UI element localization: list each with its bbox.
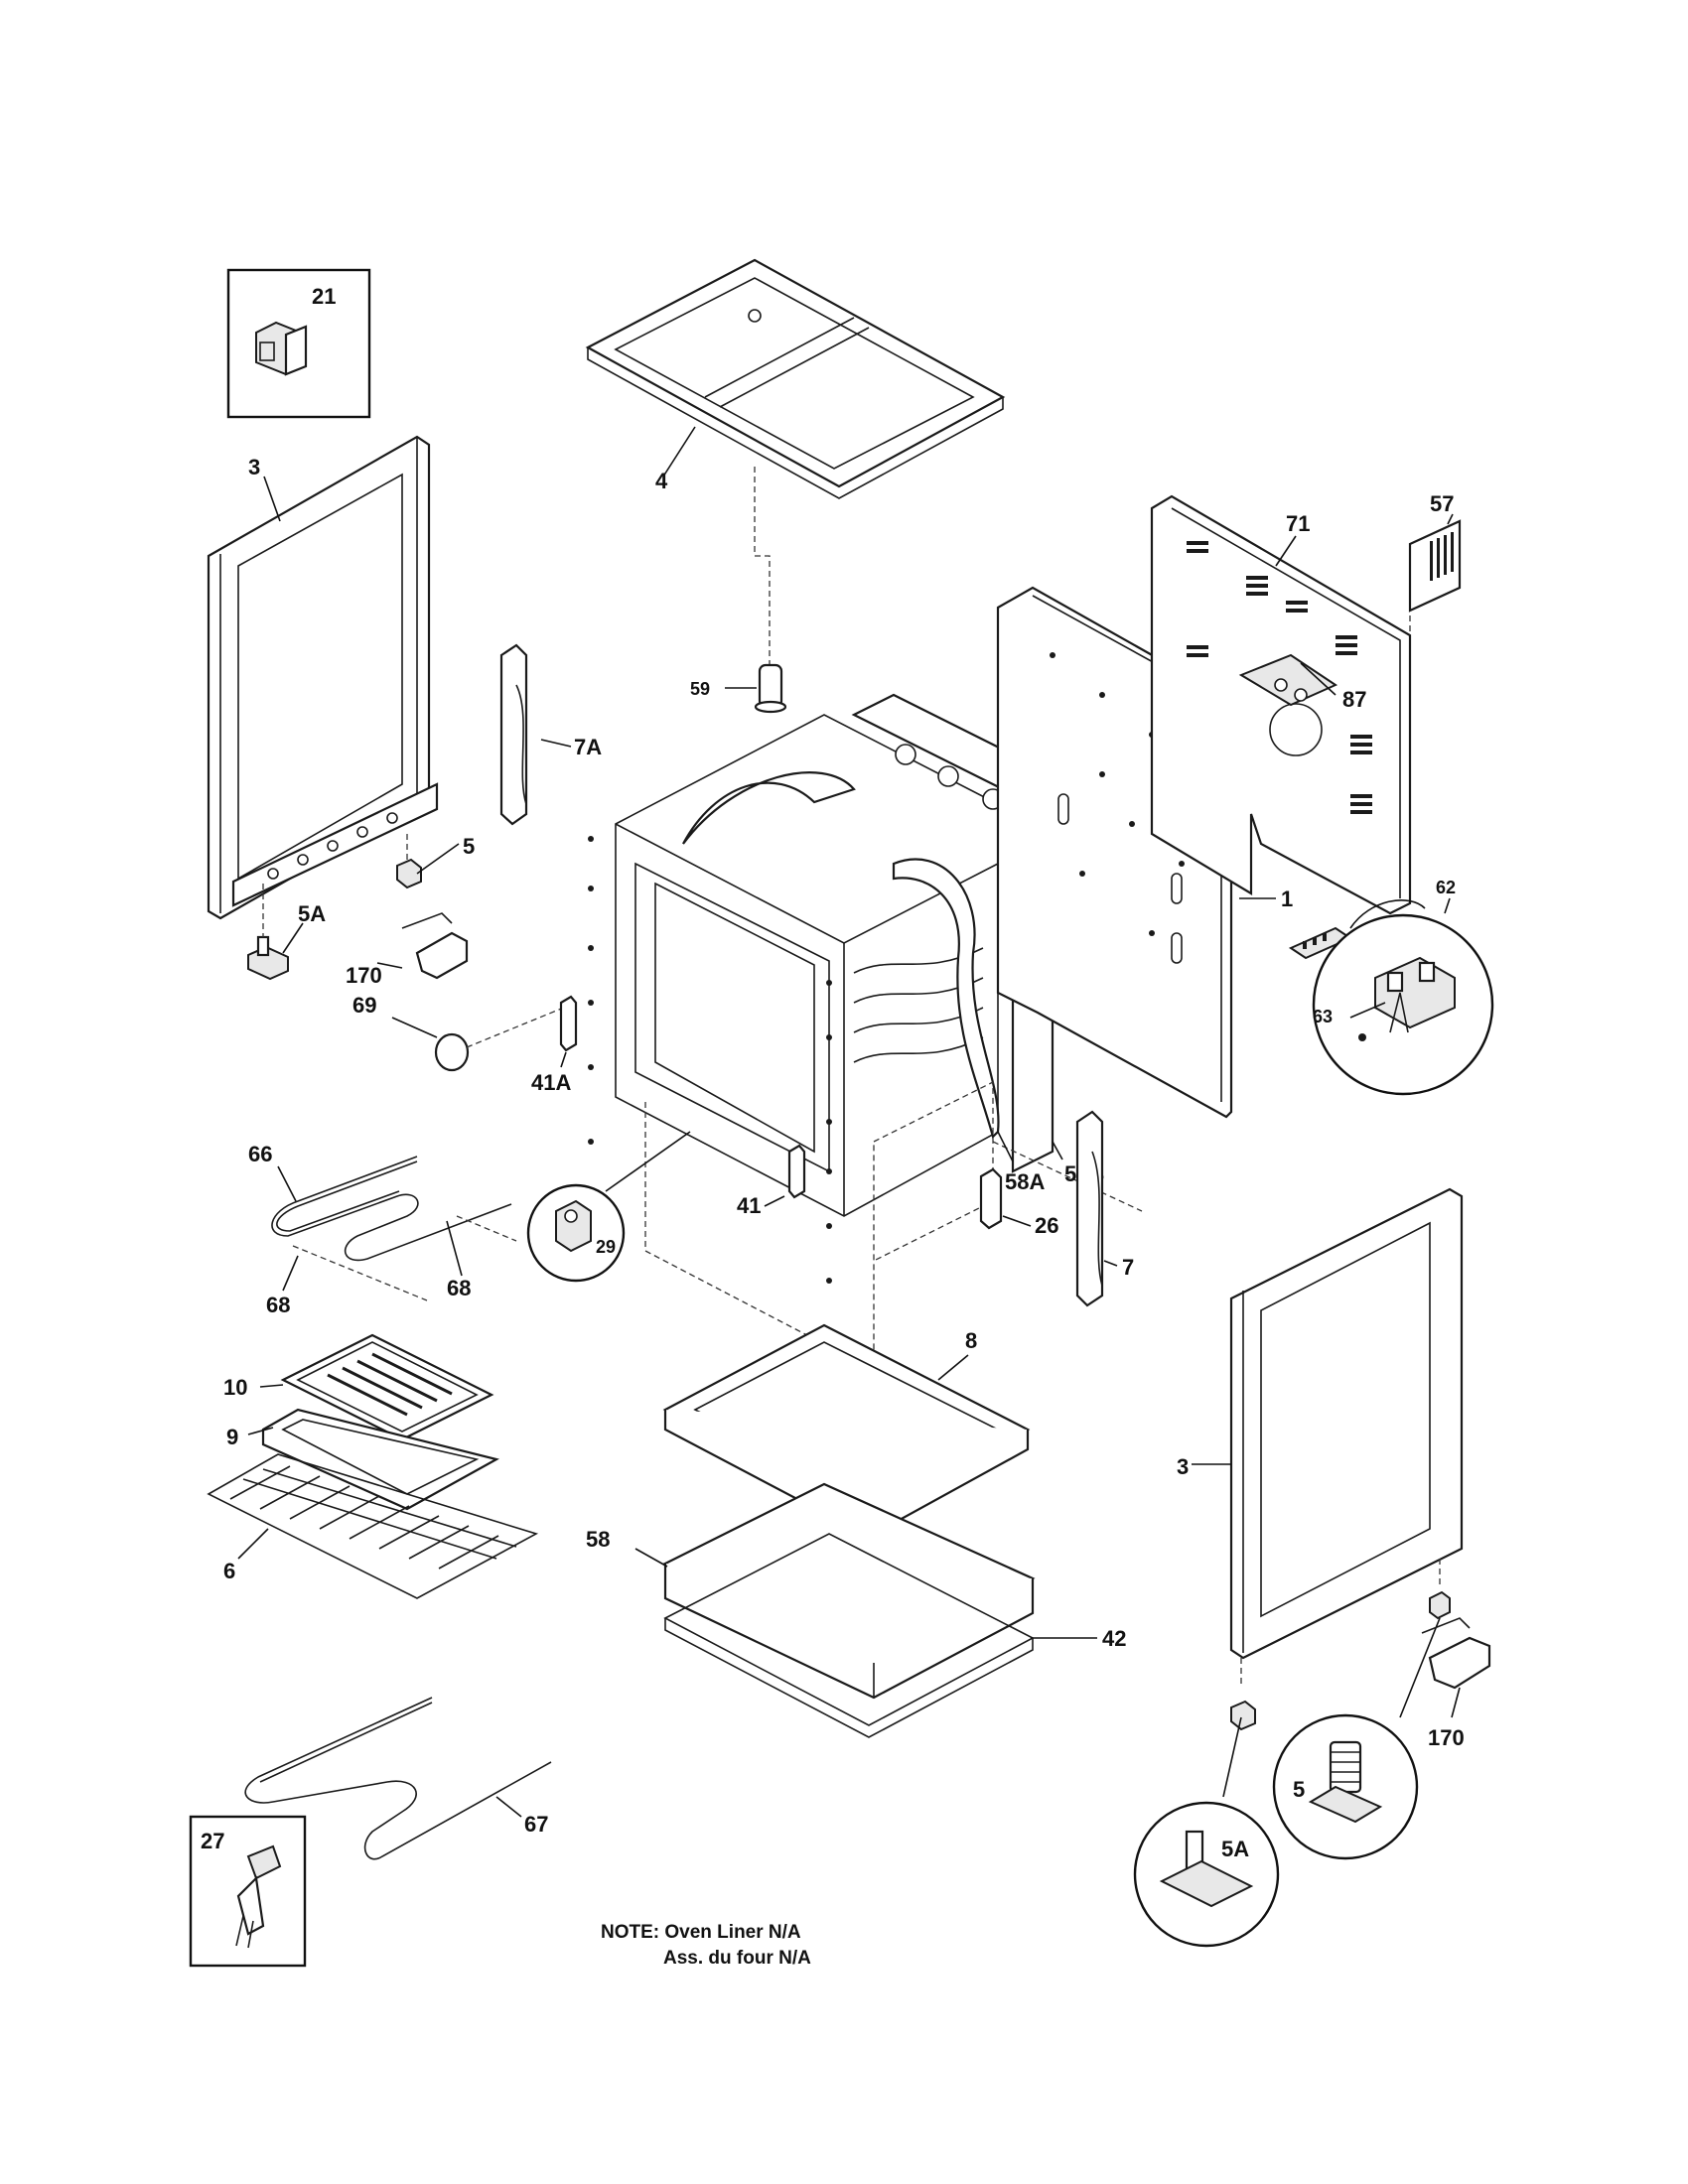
callout-41A: 41A [531, 1070, 571, 1095]
callout-5A-inset: 5A [1221, 1837, 1249, 1861]
leveling-leg-base-left: 5A [247, 884, 326, 981]
drawer-insulation-58: 58 [586, 1482, 1036, 1700]
callout-5-left: 5 [463, 834, 475, 859]
top-panel: 4 [585, 258, 1006, 685]
callout-27: 27 [201, 1829, 224, 1853]
callout-87: 87 [1342, 687, 1366, 712]
bottom-panel-42: 42 [663, 1533, 1126, 1738]
callout-5-inset: 5 [1293, 1777, 1305, 1802]
callout-7: 7 [1122, 1255, 1134, 1280]
callout-69: 69 [352, 993, 376, 1018]
inset-5: 5 [1272, 1713, 1419, 1860]
callout-21: 21 [312, 284, 336, 309]
callout-41: 41 [737, 1193, 761, 1218]
leveling-leg-left: 5 [396, 834, 475, 889]
callout-58: 58 [586, 1527, 610, 1552]
callout-63: 63 [1313, 1007, 1333, 1026]
oven-rack-6: 6 [207, 1453, 539, 1599]
inset-27: 27 [189, 1815, 307, 1968]
callout-29: 29 [596, 1237, 616, 1257]
inset-62: 62 63 [1312, 878, 1494, 1096]
callout-67: 67 [524, 1812, 548, 1837]
callout-58A: 58A [1005, 1169, 1045, 1194]
callout-3-right: 3 [1177, 1454, 1189, 1479]
note-line-2: Ass. du four N/A [663, 1948, 811, 1969]
broiler-pan-9: 9 [226, 1408, 499, 1511]
rack-slide-7: 7 [1075, 1110, 1134, 1307]
callout-170-left: 170 [346, 963, 382, 988]
leveling-bracket-icon [255, 321, 308, 376]
inset-21: 21 [226, 268, 371, 419]
terminal-block [1288, 899, 1426, 960]
back-panel-71: 87 71 [1150, 494, 1412, 915]
callout-71: 71 [1286, 511, 1310, 536]
callout-9: 9 [226, 1425, 238, 1449]
inset-5A: 5A [1133, 1801, 1280, 1948]
callout-66: 66 [248, 1142, 272, 1166]
clip-26: 26 [979, 1167, 1058, 1238]
callout-170-right: 170 [1428, 1725, 1465, 1750]
broil-element-67: 67 [244, 1697, 552, 1860]
inset-29: 29 [526, 1131, 691, 1283]
bake-element-66: 66 [248, 1142, 512, 1262]
broiler-pan-insert-10: 10 [223, 1333, 494, 1441]
anti-tip-bracket-right: 170 [1421, 1617, 1491, 1750]
rack-slide-7A: 7A [499, 643, 602, 826]
clip-bracket-icon [235, 1844, 282, 1949]
callout-8: 8 [965, 1328, 977, 1353]
callout-26: 26 [1035, 1213, 1058, 1238]
callout-57: 57 [1430, 491, 1454, 516]
storage-drawer-8: 8 [662, 1323, 1031, 1539]
bracket-41: 41 [737, 1144, 806, 1218]
callout-7A: 7A [574, 735, 602, 759]
thermostat-bulb-59: 59 [690, 663, 787, 714]
note-line-1: NOTE: Oven Liner N/A [601, 1922, 801, 1943]
callout-6: 6 [223, 1559, 235, 1583]
callout-4: 4 [655, 469, 668, 493]
side-panel-right: 3 [1177, 1187, 1464, 1688]
callout-5A-left: 5A [298, 901, 326, 926]
callout-1: 1 [1281, 887, 1293, 911]
bracket-41A: 41A [531, 995, 578, 1095]
callout-3-left: 3 [248, 455, 260, 479]
callout-68-right: 68 [447, 1276, 471, 1300]
leveling-leg-base-icon [1159, 1830, 1254, 1908]
callout-68-left: 68 [266, 1293, 290, 1317]
note-block: NOTE: Oven Liner N/A Ass. du four N/A [601, 1922, 811, 1969]
door-catch-icon [555, 1199, 592, 1253]
callout-42: 42 [1102, 1626, 1126, 1651]
light-lens-69: 69 [352, 993, 577, 1072]
side-panel-left: 3 [207, 435, 439, 920]
element-68: 68 68 [266, 1215, 517, 1317]
leveling-leg-icon [1308, 1740, 1383, 1824]
callout-59: 59 [690, 679, 710, 699]
leveling-leg-right [1222, 1590, 1451, 1798]
callout-62: 62 [1436, 878, 1456, 897]
anti-tip-bracket-left: 170 [346, 912, 469, 988]
callout-10: 10 [223, 1375, 247, 1400]
vent-cover-57: 57 [1408, 491, 1462, 613]
